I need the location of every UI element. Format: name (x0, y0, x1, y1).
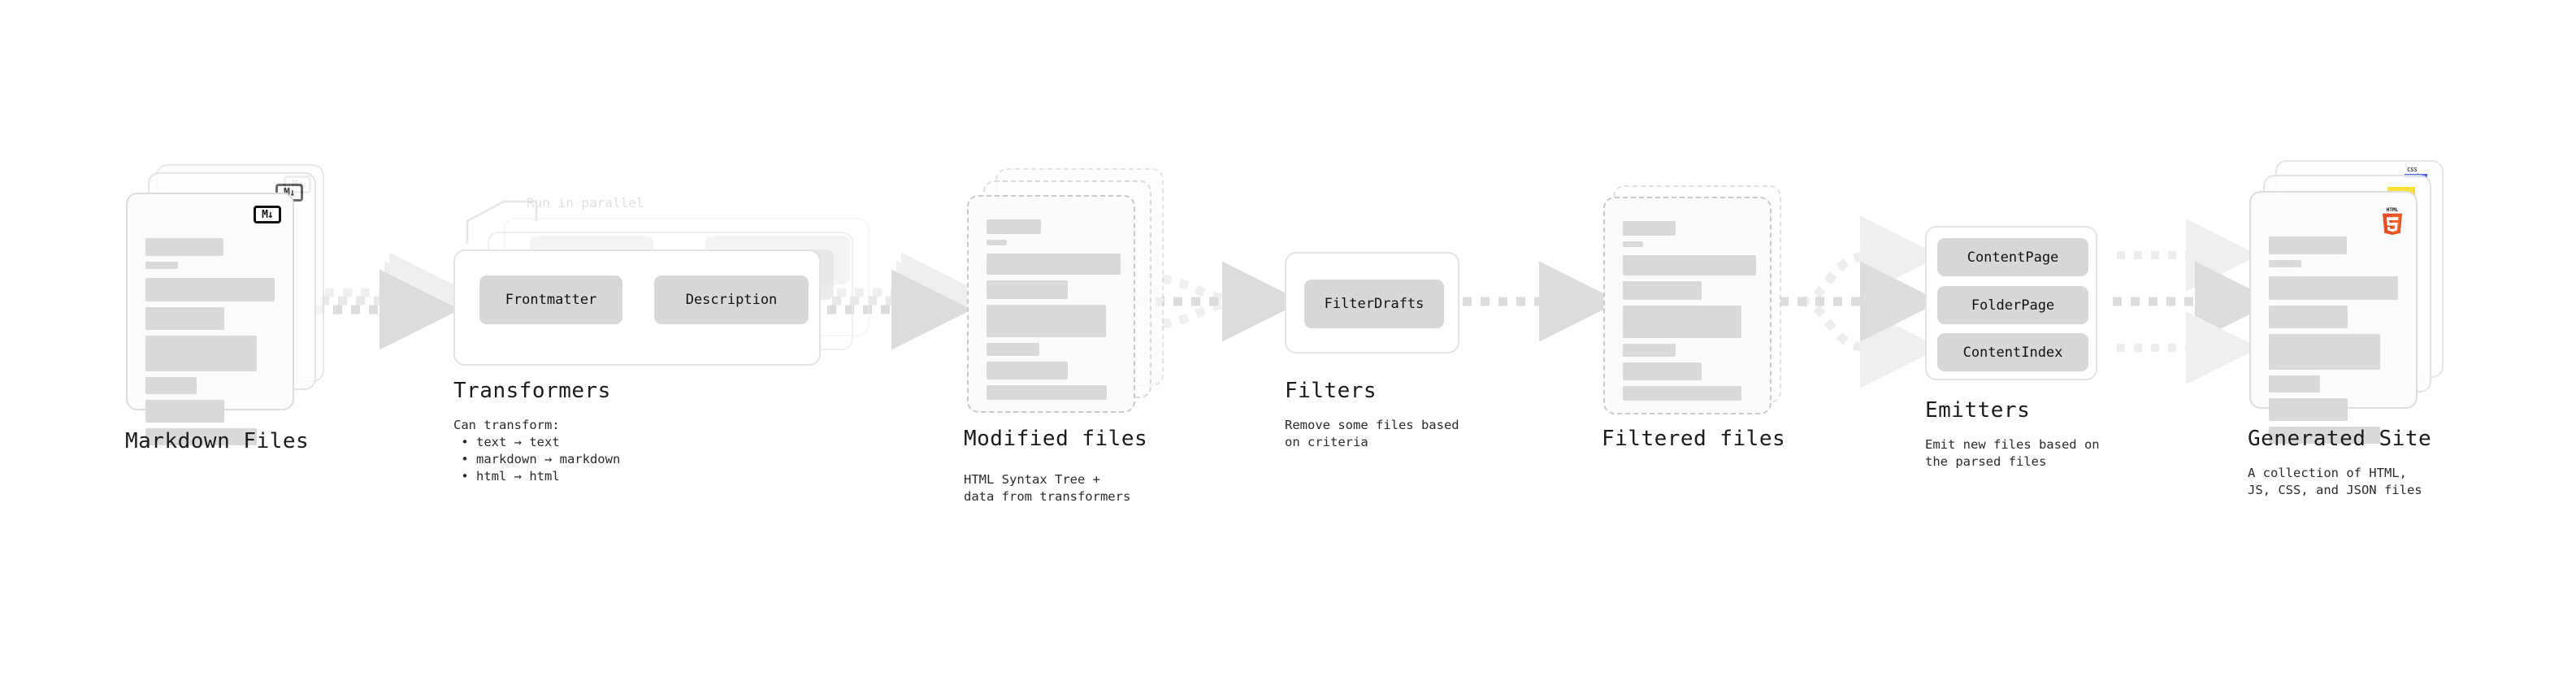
html5-badge: HTML (2383, 207, 2402, 235)
doc-bar (2269, 236, 2347, 254)
stage-title-modified-files: Modified files (964, 427, 1148, 451)
doc-bar (1623, 221, 1676, 236)
transformers-box: Frontmatter Description (453, 249, 821, 366)
arrow-filtered-to-emitters (1780, 215, 1941, 388)
doc-bar (145, 400, 224, 423)
doc-bar (987, 305, 1106, 337)
stage-subtitle-emitters: Emit new files based on the parsed files (1925, 437, 2100, 469)
filters-box: FilterDrafts (1285, 252, 1459, 354)
chip-contentpage[interactable]: ContentPage (1937, 238, 2088, 276)
doc-bar (1623, 362, 1702, 380)
generated-site-card: HTML (2249, 191, 2418, 444)
arrow-emitters-to-site (2113, 219, 2275, 384)
doc-bar (145, 278, 275, 301)
stage-title-transformers: Transformers (453, 379, 611, 403)
doc-bar (1623, 241, 1643, 247)
doc-bar (1623, 386, 1741, 401)
chip-frontmatter[interactable]: Frontmatter (479, 275, 622, 324)
chip-description[interactable]: Description (654, 275, 809, 324)
doc-bar (987, 362, 1068, 380)
doc-bar (2269, 334, 2380, 370)
doc-bar (145, 262, 178, 269)
doc-bar (1623, 255, 1756, 275)
filtered-file-card (1603, 197, 1772, 414)
css-badge-label: CSS (2407, 167, 2418, 173)
markdown-icon: M↓ (254, 206, 281, 223)
doc-bar (1623, 281, 1702, 300)
filtered-card-bars (1623, 221, 1756, 406)
doc-bar (2269, 276, 2398, 300)
doc-bar (145, 238, 223, 256)
generated-site-bars (2269, 236, 2399, 449)
doc-bar (145, 336, 257, 371)
stage-subtitle-modified-files: HTML Syntax Tree + data from transformer… (964, 472, 1131, 504)
doc-bar (145, 377, 197, 394)
stage-subtitle-filters: Remove some files based on criteria (1285, 418, 1459, 449)
arrow-markdown-to-transformers (315, 252, 470, 350)
modified-card-bars (987, 219, 1121, 406)
stage-title-generated-site: Generated Site (2248, 427, 2432, 451)
doc-bar (2269, 427, 2380, 444)
run-in-parallel-label: Run in parallel (527, 195, 644, 210)
doc-bar (2269, 260, 2301, 267)
emitters-box: ContentPage FolderPage ContentIndex (1925, 226, 2097, 380)
stage-subtitle-transformers: Can transform: • text → text • markdown … (453, 418, 621, 484)
stage-subtitle-generated-site: A collection of HTML, JS, CSS, and JSON … (2248, 466, 2422, 497)
stage-title-filtered-files: Filtered files (1602, 427, 1786, 451)
stage-title-filters: Filters (1285, 379, 1377, 403)
stage-title-emitters: Emitters (1925, 398, 2031, 423)
svg-text:HTML: HTML (2387, 207, 2399, 213)
doc-bar (987, 385, 1107, 400)
modified-file-card (967, 195, 1135, 413)
doc-bar (2269, 398, 2348, 421)
doc-bar (145, 307, 224, 330)
doc-bar (987, 254, 1121, 275)
chip-contentindex[interactable]: ContentIndex (1937, 333, 2088, 371)
doc-bar (987, 280, 1068, 299)
doc-bar (987, 343, 1039, 356)
chip-filterdrafts[interactable]: FilterDrafts (1304, 280, 1444, 328)
doc-bar (2269, 306, 2348, 328)
doc-bar (145, 428, 257, 445)
doc-bar (2269, 375, 2320, 393)
chip-folderpage[interactable]: FolderPage (1937, 286, 2088, 324)
doc-bar (1623, 306, 1741, 338)
stage-title-markdown-files: Markdown Files (125, 429, 310, 453)
doc-bar (1623, 344, 1676, 357)
doc-bar (987, 240, 1007, 245)
markdown-card-bars (145, 238, 275, 451)
markdown-file-card: M↓ (126, 193, 294, 445)
doc-bar (987, 219, 1041, 234)
